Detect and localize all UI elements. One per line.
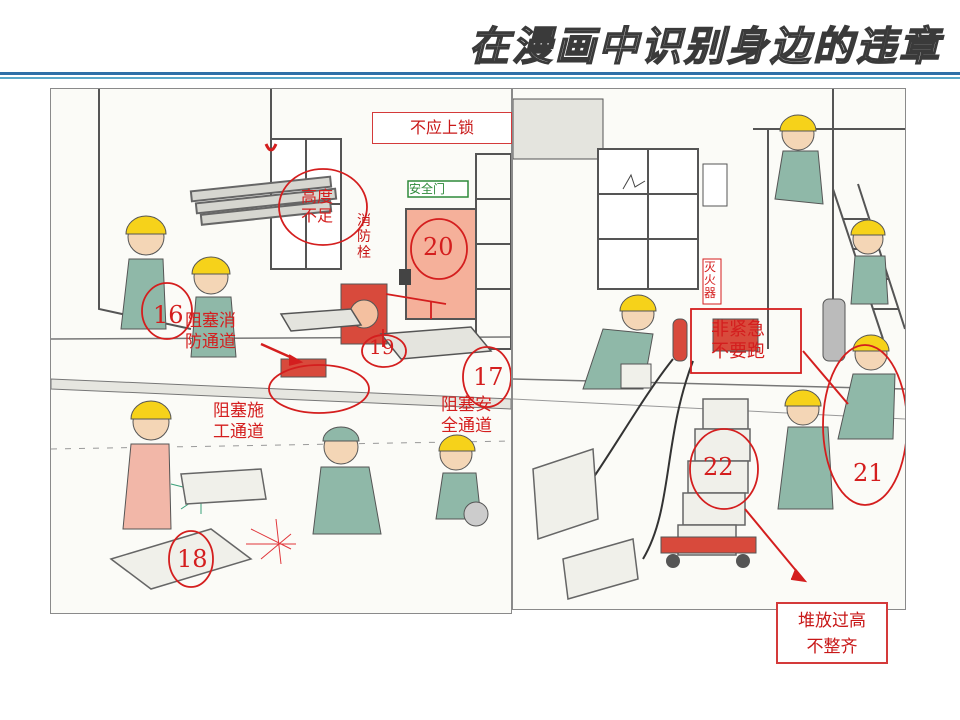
floor-slabs [109, 468, 267, 590]
worker-looking-up [190, 256, 237, 358]
worker-cutting [312, 426, 382, 535]
brick-trolley [660, 536, 757, 554]
fire-extinguisher-sign [702, 258, 722, 305]
worker-pushing-trolley [777, 389, 834, 510]
violation-number-18: 18 [177, 545, 208, 573]
hand-cart [280, 358, 327, 378]
violation-number-16: 16 [153, 301, 184, 329]
comic-panel-right: 灭 火 器 非紧急 不要跑 21 22 [512, 88, 906, 610]
label-block-safety-passage: 阻塞安 全通道 [441, 395, 492, 436]
door-lock-icon [399, 269, 411, 285]
callout-stacked-too-high: 堆放过高 不整齐 [776, 602, 888, 664]
stacked-boards [279, 308, 493, 360]
ground-slabs [532, 447, 639, 600]
crane-hook-icon [264, 143, 278, 152]
worker-on-ladder [850, 219, 889, 305]
metal-shelf [475, 153, 511, 350]
title-underline-dark [0, 72, 960, 75]
worker-on-scaffold [774, 114, 824, 205]
label-block-construction-passage: 阻塞施 工通道 [213, 401, 264, 442]
annotation-circles [141, 168, 511, 588]
page-title: 在漫画中识别身边的违章 [468, 23, 942, 71]
shelf-top [513, 98, 604, 160]
left-illustration [51, 89, 511, 590]
worker-running [837, 334, 896, 440]
worker-lifting-box [582, 294, 657, 390]
welding-machine [712, 318, 759, 352]
label-safety-door: 安全门 [409, 182, 446, 196]
title-underline-light [0, 77, 960, 79]
fire-extinguisher-icon [672, 318, 688, 362]
violation-number-22: 22 [703, 453, 734, 481]
label-block-fire-passage: 阻塞消 防通道 [185, 311, 236, 352]
label-fire-extinguisher: 灭 火 器 [704, 260, 717, 300]
violation-number-21: 21 [853, 459, 884, 487]
right-illustration [513, 89, 905, 600]
worker-grinding [435, 434, 489, 527]
worker-pointing [120, 215, 167, 330]
label-height-insufficient: 高度 不足 [301, 187, 334, 225]
violation-number-20: 20 [423, 233, 454, 261]
annotation-circles-right [689, 344, 905, 583]
violation-number-19: 19 [369, 335, 395, 359]
suspended-pipes [189, 175, 338, 226]
comic-panel-left: 高度 不足 消 防 栓 安全门 阻塞消 防通道 阻塞施 工通道 阻塞安 全通道 … [50, 88, 512, 614]
label-non-emergency-no-running: 非紧急 不要跑 [711, 319, 765, 362]
callout-should-not-lock: 不应上锁 [372, 112, 512, 144]
worker-welding-woman [122, 400, 172, 530]
label-hydrant-sign: 消 防 栓 [357, 213, 371, 261]
gas-cylinder-icon [822, 298, 846, 362]
violation-number-17: 17 [473, 363, 504, 391]
